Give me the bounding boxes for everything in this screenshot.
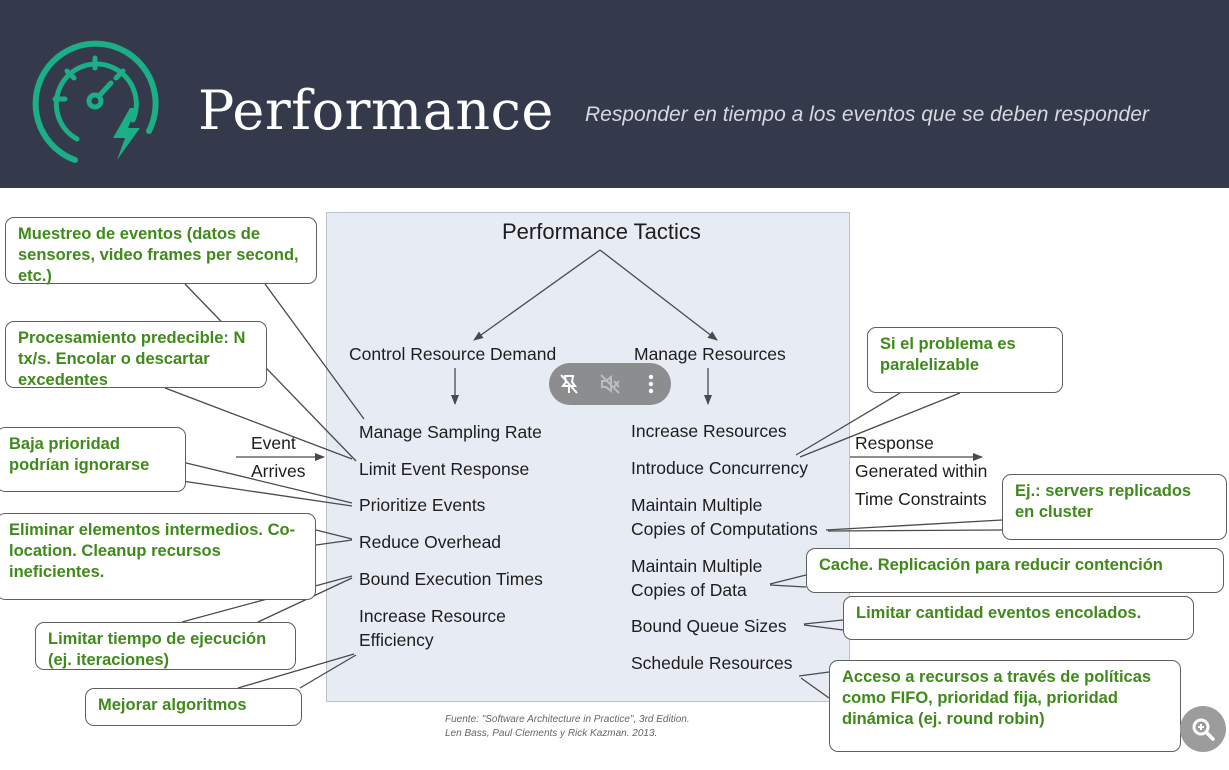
- speedometer-lightning-icon: [32, 40, 159, 163]
- callout-cache-replication: Cache. Replicación para reducir contenci…: [806, 548, 1224, 593]
- source-line-1: Fuente: "Software Architecture in Practi…: [445, 714, 690, 725]
- tactic-copies-of-computations: Copies of Computations: [631, 519, 818, 539]
- callout-replicated-servers: Ej.: servers replicados en cluster: [1002, 474, 1227, 540]
- arrives-label: Arrives: [251, 461, 306, 481]
- source-citation: Fuente: "Software Architecture in Practi…: [445, 713, 690, 741]
- tactic-copies-of-data: Copies of Data: [631, 580, 747, 600]
- tactic-increase-resource: Increase Resource: [359, 606, 506, 626]
- tactic-increase-resources: Increase Resources: [631, 421, 787, 441]
- left-branch-label: Control Resource Demand: [349, 344, 557, 364]
- tactic-bound-execution-times: Bound Execution Times: [359, 569, 543, 589]
- tactic-prioritize-events: Prioritize Events: [359, 495, 486, 515]
- callout-predictable-processing: Procesamiento predecible: N tx/s. Encola…: [5, 321, 267, 389]
- tactic-efficiency: Efficiency: [359, 630, 434, 650]
- response-label: Response: [855, 433, 934, 453]
- diagram-title: Performance Tactics: [502, 219, 701, 244]
- unpin-icon[interactable]: [557, 372, 581, 396]
- video-control-bar: [549, 363, 671, 405]
- generated-within-label: Generated within: [855, 461, 988, 481]
- event-label: Event: [251, 433, 296, 453]
- right-branch-label: Manage Resources: [634, 344, 786, 364]
- callout-low-priority: Baja prioridad podrían ignorarse: [0, 427, 186, 492]
- tactic-reduce-overhead: Reduce Overhead: [359, 532, 502, 552]
- callout-parallelizable: Si el problema es paralelizable: [867, 327, 1063, 393]
- callout-improve-algorithms: Mejorar algoritmos: [85, 688, 302, 726]
- callout-remove-intermediates: Eliminar elementos intermedios. Co-locat…: [0, 513, 316, 600]
- tactic-bound-queue-sizes: Bound Queue Sizes: [631, 616, 787, 636]
- slide-header: Performance Responder en tiempo a los ev…: [0, 0, 1229, 188]
- slide-title: Performance: [198, 79, 554, 142]
- tactic-maintain-multiple-1: Maintain Multiple: [631, 495, 763, 515]
- slide-subtitle: Responder en tiempo a los eventos que se…: [585, 103, 1149, 126]
- callout-event-sampling: Muestreo de eventos (datos de sensores, …: [5, 217, 317, 285]
- mute-icon[interactable]: [598, 372, 622, 396]
- more-vert-icon[interactable]: [639, 372, 663, 396]
- callout-resource-access: Acceso a recursos a través de políticas …: [829, 660, 1181, 752]
- tactic-introduce-concurrency: Introduce Concurrency: [631, 458, 809, 478]
- tactic-schedule-resources: Schedule Resources: [631, 653, 793, 673]
- source-line-2: Len Bass, Paul Clements y Rick Kazman. 2…: [445, 728, 658, 739]
- time-constraints-label: Time Constraints: [855, 489, 987, 509]
- zoom-in-icon: [1192, 718, 1215, 741]
- tactic-maintain-multiple-2: Maintain Multiple: [631, 556, 763, 576]
- tactic-manage-sampling-rate: Manage Sampling Rate: [359, 422, 542, 442]
- tactic-limit-event-response: Limit Event Response: [359, 459, 530, 479]
- callout-limit-queue: Limitar cantidad eventos encolados.: [843, 596, 1194, 640]
- callout-limit-execution-time: Limitar tiempo de ejecución (ej. iteraci…: [35, 622, 296, 670]
- zoom-button[interactable]: [1180, 706, 1226, 752]
